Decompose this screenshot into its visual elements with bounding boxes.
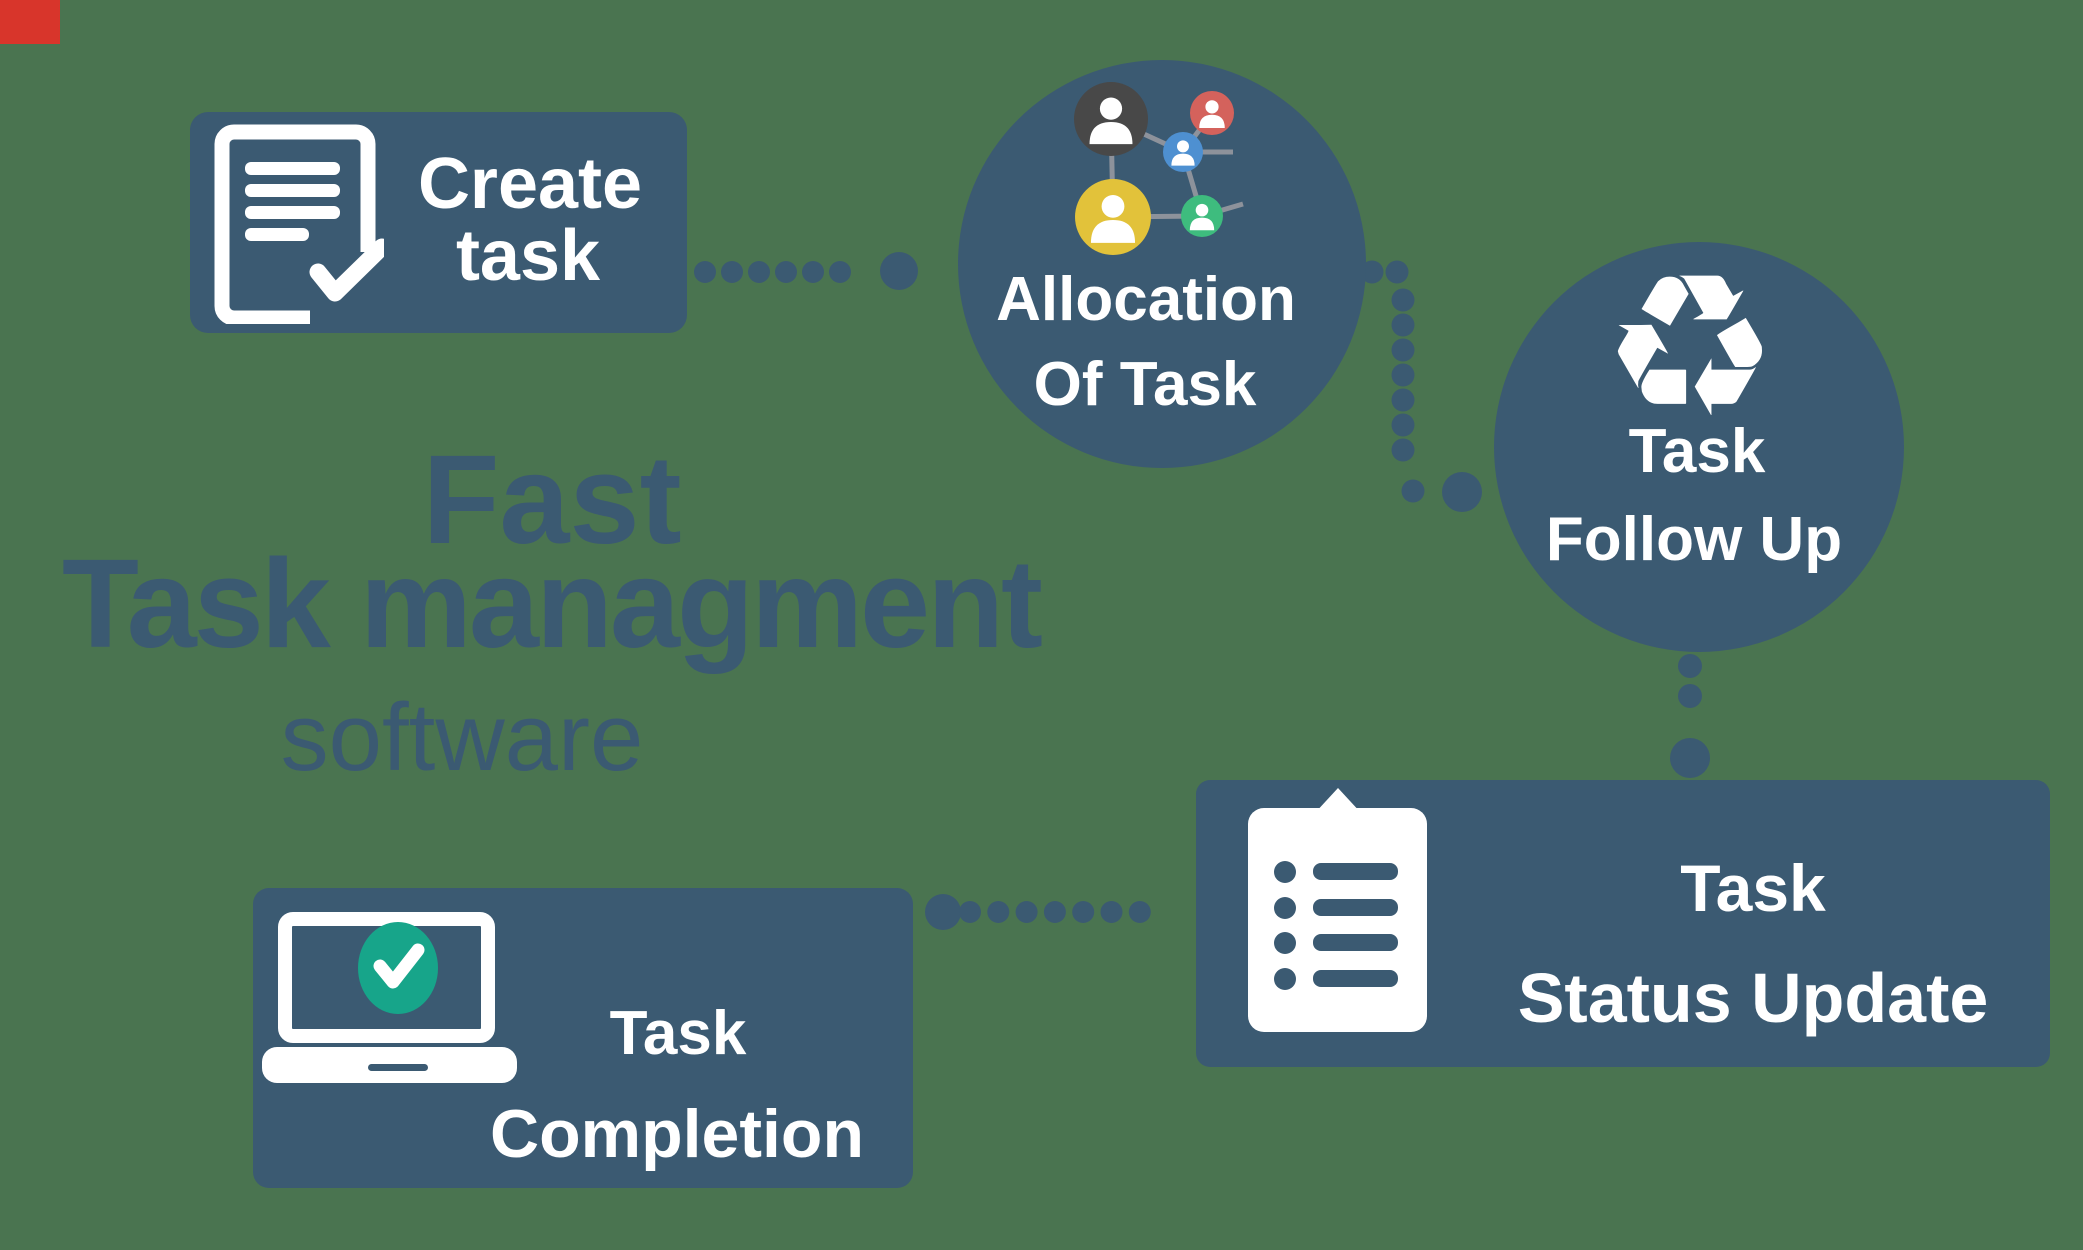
completion-node: Task Completion bbox=[253, 888, 913, 1188]
team-network-icon bbox=[1074, 82, 1244, 255]
follow-up-label-line2: Follow Up bbox=[1545, 505, 1843, 574]
status-update-label-line1: Task bbox=[1680, 851, 1826, 925]
follow-up-node: ♻ Task Follow Up bbox=[1494, 242, 1904, 652]
allocation-node: Allocation Of Task bbox=[958, 60, 1366, 468]
completion-label-line1: Task bbox=[609, 999, 747, 1068]
status-update-node: Task Status Update bbox=[1196, 780, 2050, 1067]
create-task-label-line2: task bbox=[455, 216, 601, 296]
title-line3: software bbox=[280, 684, 644, 791]
clipboard-list-icon bbox=[1248, 788, 1427, 1032]
laptop-check-icon bbox=[262, 912, 517, 1083]
recycle-icon: ♻ bbox=[1601, 236, 1779, 457]
create-task-node: Create task bbox=[190, 112, 687, 333]
title-line2: Task managment bbox=[62, 533, 1043, 674]
allocation-label-line2: Of Task bbox=[1033, 350, 1257, 419]
title-line1: Fast bbox=[422, 429, 682, 570]
completion-label-line2: Completion bbox=[490, 1096, 864, 1172]
document-check-icon bbox=[214, 124, 384, 324]
allocation-label-line1: Allocation bbox=[996, 265, 1296, 334]
create-task-label-line1: Create bbox=[417, 144, 643, 224]
status-update-label-line2: Status Update bbox=[1517, 959, 1989, 1037]
follow-up-label-line1: Task bbox=[1628, 417, 1766, 486]
corner-mark bbox=[0, 0, 60, 44]
